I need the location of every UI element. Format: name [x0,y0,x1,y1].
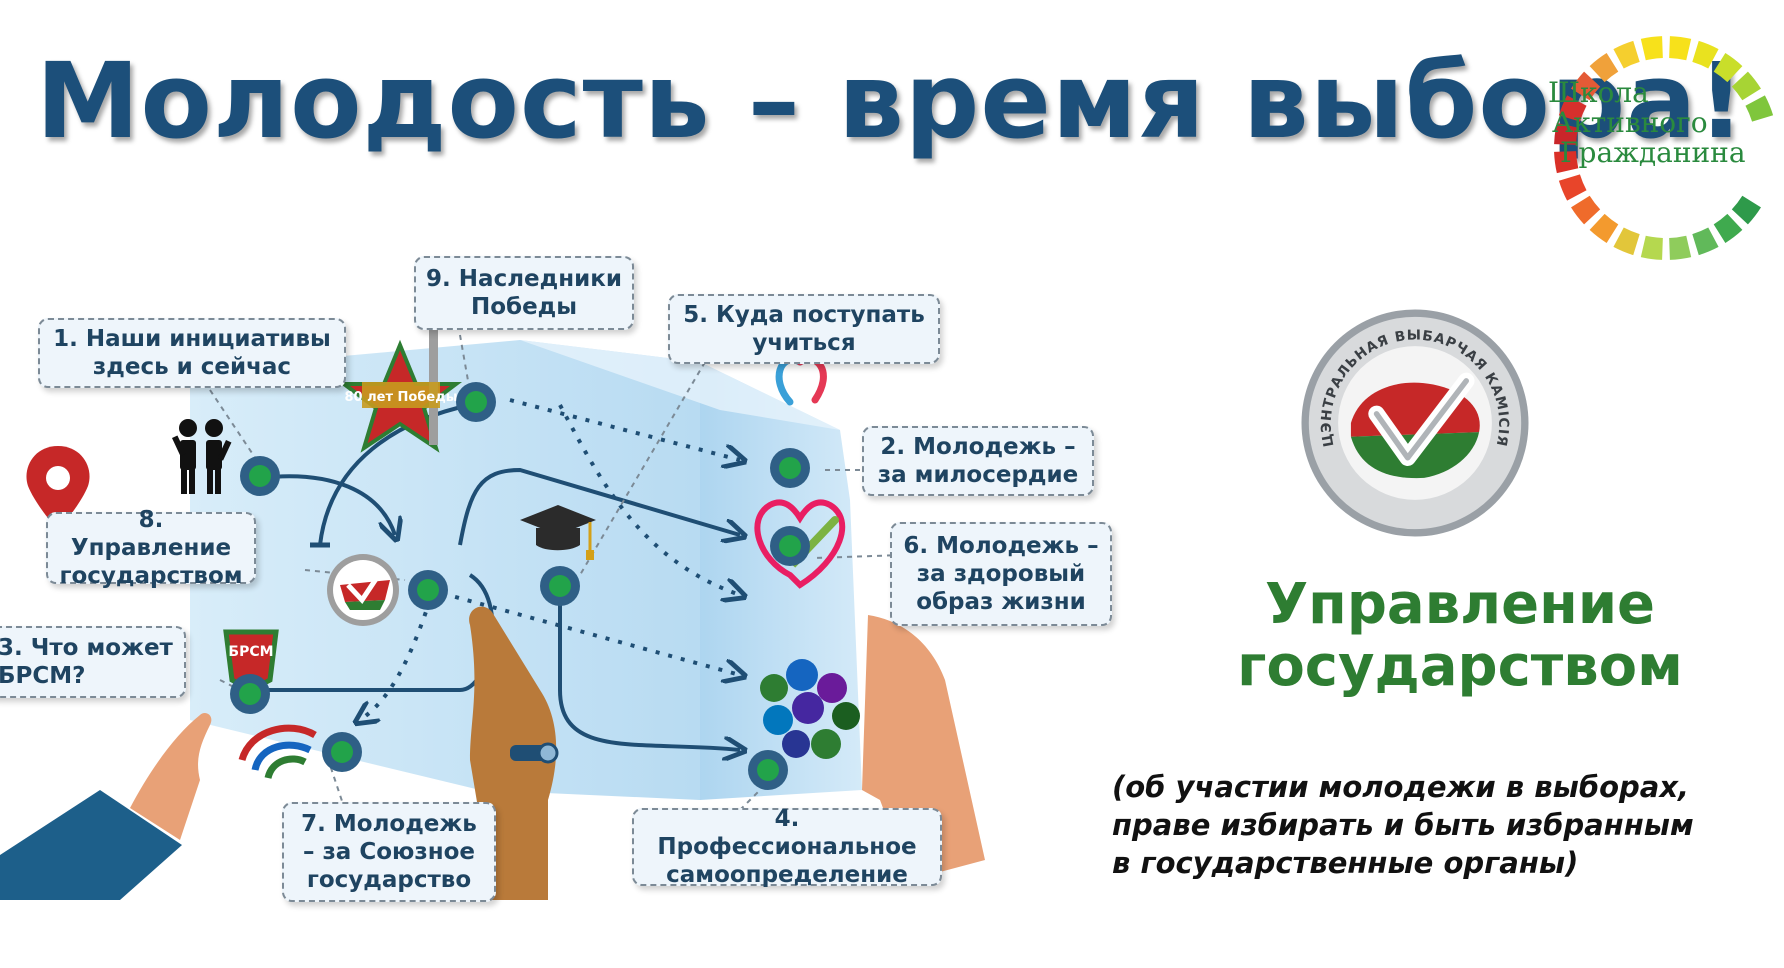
logo-ring-segment [1558,174,1587,201]
brsm-badge-icon: БРСМ [223,629,279,693]
map-panel-top [520,340,840,430]
callout-line: за здоровый [916,561,1086,587]
section-note-line-2: праве избирать и быть избранным [1112,808,1694,842]
callout-line: 1. Наши инициативы [53,326,331,352]
section-note-line-1: (об участии молодежи в выборах, [1112,770,1690,804]
callout-line: образ жизни [916,589,1086,615]
logo-ring-segment [1589,213,1619,243]
route-node-center [249,465,271,487]
logo-ring-segment [1669,36,1692,61]
callout-line: 3. Что может [0,635,173,661]
section-note: (об участии молодежи в выборах, праве из… [1112,768,1784,882]
callout-line: 7. Молодежь [301,811,477,837]
location-pin-icon [26,446,90,530]
logo-ring-segment [1692,227,1719,256]
route-node-center [331,741,353,763]
logo-line-1: Школа [1548,76,1649,109]
logo-ring-segment [1692,40,1719,69]
election-emblem-small-icon [327,554,399,626]
victory-badge-text: 80 лет Победы [345,390,458,405]
graduation-cap-icon [520,505,596,560]
callout-line: БРСМ? [0,663,86,689]
logo-ring-segment [1558,95,1587,122]
logo-ring-segment [1713,53,1743,83]
logo-ring-segment [1731,71,1761,101]
route-node-center [757,759,779,781]
logo-line-2: Активного [1552,106,1708,139]
callout-line: 6. Молодежь – [903,533,1099,559]
school-logo [1554,36,1774,260]
section-title: Управление государством [1180,574,1740,698]
logo-ring-segment [1589,53,1619,83]
callout-line: государство [306,867,472,893]
election-commission-emblem: ЦЭНТРАЛЬНАЯ ВЫБАРЧАЯ КАМІСІЯ [1301,309,1529,537]
page-title: Молодость – время выбора! [36,40,1746,162]
brsm-badge-text: БРСМ [228,644,273,660]
callout-line: 8. Управление [70,507,232,561]
section-title-line-2: государством [1237,634,1683,699]
callout-youth-charity: 2. Молодежь –за милосердие [862,426,1094,496]
map-routes-dotted [360,398,740,720]
logo-ring-segment [1713,213,1743,243]
callout-line: учиться [752,330,856,356]
union-state-logo-icon [238,724,317,780]
logo-ring-segment [1640,36,1663,61]
callout-line: 2. Молодежь – [880,434,1076,460]
route-node-center [549,575,571,597]
route-node-center [239,683,261,705]
route-node-center [465,391,487,413]
section-note-line-3: в государственные органы) [1112,846,1579,880]
route-node-center [779,535,801,557]
callout-line: самоопределение [666,862,908,888]
logo-ring-segment [1613,40,1640,69]
school-logo-text: Школа Активного Гражданина [1548,78,1758,168]
route-nodes [230,382,810,790]
callout-line: Победы [470,294,578,320]
logo-ring-segment [1554,122,1579,145]
logo-line-3: Гражданина [1560,136,1746,169]
callout-line: 4. Профессиональное [657,806,917,860]
victory-star-icon: 80 лет Победы [338,316,462,453]
callout-line: государством [59,563,243,589]
logo-ring-segment [1640,235,1663,260]
section-title-line-1: Управление [1264,572,1656,637]
logo-ring-segment [1669,235,1692,260]
callout-line: 5. Куда поступать [683,302,925,328]
callout-line: – за Союзное [302,839,476,865]
callout-line: здесь и сейчас [92,354,292,380]
logo-ring-segment [1731,195,1761,225]
callout-line: 9. Наследники [426,266,622,292]
professions-cluster-icon [760,659,860,759]
map-routes [240,403,740,750]
callout-line: за милосердие [877,462,1079,488]
logo-ring-segment [1571,195,1601,225]
people-icon [172,419,232,494]
route-node-center [417,579,439,601]
logo-ring-segment [1613,227,1640,256]
map-panel-left [190,340,700,800]
route-node-center [779,457,801,479]
logo-ring-segment [1745,95,1774,122]
logo-ring-segment [1554,151,1579,174]
logo-ring-segment [1571,71,1601,101]
logo-ring-segments [1554,36,1774,260]
